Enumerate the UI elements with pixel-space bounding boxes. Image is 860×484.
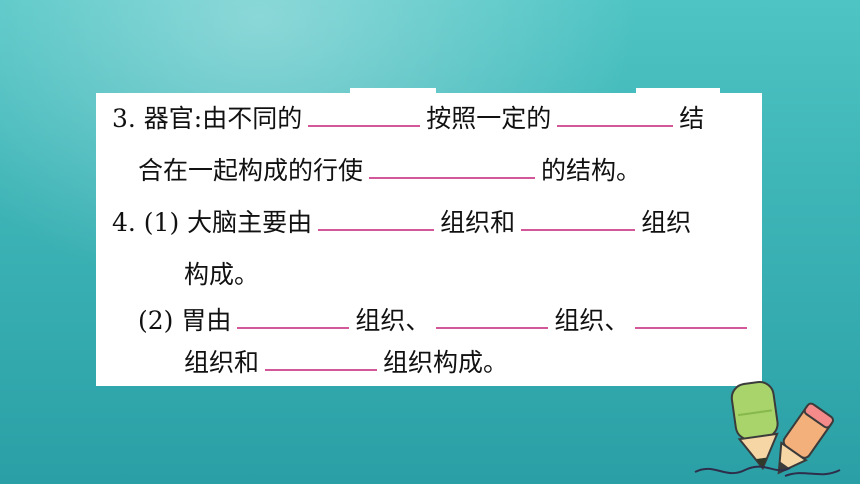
question-text: 组织和 xyxy=(440,208,516,237)
question-line: 组织和 组织构成。 xyxy=(184,343,508,383)
answer-blank[interactable] xyxy=(318,211,435,231)
answer-blank[interactable] xyxy=(265,351,378,371)
question-text: 组织、 xyxy=(554,306,630,335)
question-text: 结 xyxy=(679,104,705,133)
question-text: 组织、 xyxy=(355,306,431,335)
answer-blank[interactable] xyxy=(557,107,674,127)
question-text: (2) 胃由 xyxy=(138,306,232,335)
question-text: 按照一定的 xyxy=(426,104,552,133)
question-line: 3. 器官:由不同的 按照一定的 结 xyxy=(112,99,704,139)
question-line: 构成。 xyxy=(184,255,259,295)
answer-blank[interactable] xyxy=(635,309,748,329)
panel-tab xyxy=(636,88,720,96)
question-text: 合在一起构成的行使 xyxy=(138,156,364,185)
answer-blank[interactable] xyxy=(521,211,636,231)
answer-blank[interactable] xyxy=(308,107,421,127)
question-text: 4. (1) 大脑主要由 xyxy=(112,208,313,237)
question-line: (2) 胃由 组织、 组织、 xyxy=(138,301,753,341)
question-text: 组织 xyxy=(641,208,692,237)
question-text: 构成。 xyxy=(184,260,260,289)
question-text: 组织构成。 xyxy=(383,348,509,377)
question-text: 组织和 xyxy=(184,348,260,377)
question-text: 的结构。 xyxy=(541,156,642,185)
question-panel: 3. 器官:由不同的 按照一定的 结 合在一起构成的行使 的结构。 4. (1) 大脑… xyxy=(96,93,762,386)
panel-tab xyxy=(350,88,436,96)
answer-blank[interactable] xyxy=(237,309,350,329)
question-line: 4. (1) 大脑主要由 组织和 组织 xyxy=(112,203,691,243)
pencils-icon xyxy=(694,380,841,477)
question-line: 合在一起构成的行使 的结构。 xyxy=(138,151,641,191)
question-text: 3. 器官:由不同的 xyxy=(112,104,303,133)
answer-blank[interactable] xyxy=(436,309,549,329)
answer-blank[interactable] xyxy=(369,159,536,179)
